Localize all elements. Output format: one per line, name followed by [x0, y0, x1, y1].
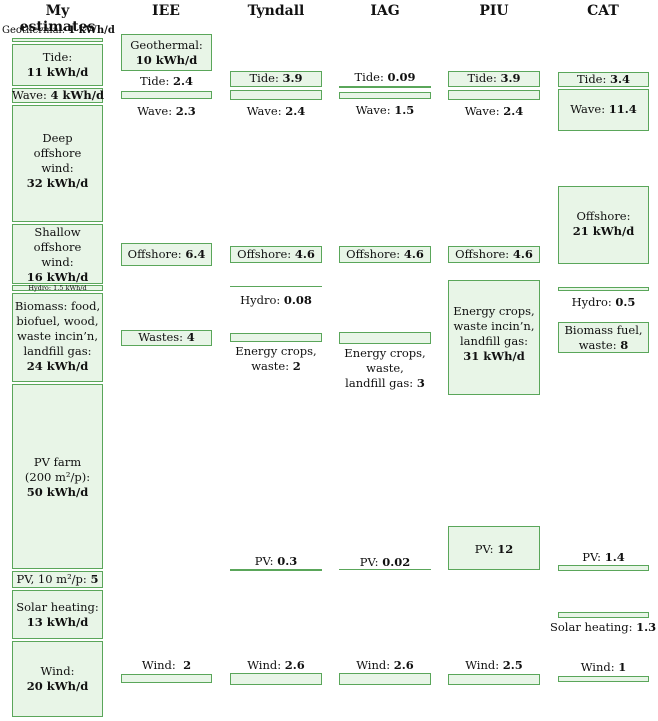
- me-solar-heating-label: Solar heating:13 kWh/d: [16, 600, 99, 629]
- tyndall-energy-crops-bar: [230, 333, 322, 342]
- piu-tide-bar: [448, 71, 540, 87]
- iee-geothermal-bar: [121, 34, 212, 71]
- tyndall-tide-label: Tide: 3.9: [249, 71, 303, 85]
- tyndall-wave-bar: [230, 90, 322, 100]
- iag-wind-bar: [339, 673, 431, 685]
- cat-pv-label: PV: 1.4: [582, 550, 625, 564]
- piu-offshore-label: Offshore: 4.6: [455, 247, 533, 261]
- piu-wave-bar: [448, 90, 540, 100]
- iee-tide-label: Tide: 2.4: [121, 74, 212, 89]
- me-hydro-label: Hydro: 1.5 kWh/d: [28, 284, 87, 292]
- iag-tide-label: Tide: 0.09: [354, 70, 416, 84]
- me-wind-bar: [12, 641, 103, 717]
- tyndall-hydro-label: Hydro: 0.08: [240, 293, 312, 307]
- piu-tide-label: Tide: 3.9: [467, 71, 521, 85]
- header-piu: PIU: [479, 3, 509, 19]
- tyndall-wind-bar: [230, 673, 322, 685]
- cat-biomass-label: Biomass fuel,waste: 8: [564, 323, 643, 352]
- iee-offshore-bar: [121, 243, 212, 266]
- iag-pv-label: PV: 0.02: [359, 555, 411, 569]
- cat-pv-bar: [558, 565, 649, 571]
- tyndall-energy-crops-label: Energy crops,waste: 2: [235, 344, 317, 373]
- cat-wave-bar: [558, 89, 649, 131]
- piu-pv-bar: [448, 526, 540, 570]
- tyndall-wave-label: Wave: 2.4: [246, 104, 306, 118]
- cat-biomass-bar: [558, 322, 649, 353]
- me-tide-bar: [12, 44, 103, 86]
- piu-offshore-bar: [448, 246, 540, 263]
- me-deep-offshore-bar: [12, 105, 103, 222]
- header-iag: IAG: [370, 3, 400, 19]
- cat-wave-label: Wave: 11.4: [570, 102, 637, 116]
- me-biomass-bar: [12, 293, 103, 382]
- cat-solar-heating-bar: [558, 612, 649, 618]
- me-wind-label: Wind:20 kWh/d: [26, 664, 89, 693]
- header-my-estimates: My estimates: [19, 3, 96, 35]
- piu-energy-crops-bar: [448, 280, 540, 395]
- iag-wave-bar: [339, 92, 431, 99]
- me-geothermal-label: Geothermal: 1 kWh/d: [2, 25, 115, 36]
- iag-energy-crops-label: Energy crops,waste,landfill gas: 3: [344, 346, 426, 390]
- me-shallow-offshore-bar: [12, 224, 103, 284]
- iag-tide-bar: [339, 86, 431, 88]
- me-biomass-label: Biomass: food,biofuel, wood,waste incin’…: [14, 299, 101, 373]
- me-pv-farm-label: PV farm(200 m²/p):50 kWh/d: [24, 455, 91, 499]
- me-wave-label: Wave: 4 kWh/d: [12, 88, 105, 102]
- cat-offshore-label: Offshore:21 kWh/d: [572, 209, 635, 238]
- iee-wind-label: Wind: 2: [141, 658, 192, 672]
- cat-hydro-bar: [558, 287, 649, 291]
- iag-offshore-label: Offshore: 4.6: [346, 247, 424, 261]
- tyndall-pv-bar: [230, 569, 322, 571]
- tyndall-offshore-label: Offshore: 4.6: [237, 247, 315, 261]
- me-wave-bar: [12, 88, 103, 103]
- me-pv-bar: [12, 571, 103, 588]
- me-geothermal-bar: [12, 38, 103, 42]
- piu-pv-label: PV: 12: [474, 542, 514, 556]
- me-pv-farm-bar: [12, 384, 103, 569]
- piu-wind-bar: [448, 674, 540, 685]
- me-pv-label: PV, 10 m²/p: 5: [16, 572, 99, 586]
- iee-wastes-bar: [121, 330, 212, 346]
- cat-hydro-label: Hydro: 0.5: [571, 295, 636, 309]
- tyndall-offshore-bar: [230, 246, 322, 263]
- cat-wind-label: Wind: 1: [580, 660, 627, 674]
- header-cat: CAT: [587, 3, 619, 19]
- iee-geothermal-label: Geothermal:10 kWh/d: [130, 38, 203, 67]
- header-tyndall: Tyndall: [247, 3, 305, 19]
- piu-wind-label: Wind: 2.5: [465, 658, 523, 672]
- iee-offshore-label: Offshore: 6.4: [127, 247, 206, 261]
- cat-tide-label: Tide: 3.4: [576, 72, 631, 86]
- tyndall-tide-bar: [230, 71, 322, 87]
- iee-wind-bar: [121, 674, 212, 683]
- cat-solar-heating-label: Solar heating: 1.3: [550, 620, 657, 634]
- tyndall-wind-label: Wind: 2.6: [247, 658, 305, 672]
- iag-offshore-bar: [339, 246, 431, 263]
- header-iee: IEE: [152, 3, 180, 19]
- piu-energy-crops-label: Energy crops,waste incin’n,landfill gas:…: [453, 304, 535, 363]
- iee-wave-bar: [121, 91, 212, 99]
- piu-wave-label: Wave: 2.4: [464, 104, 524, 118]
- me-solar-heating-bar: [12, 590, 103, 639]
- cat-offshore-bar: [558, 186, 649, 264]
- iee-wastes-label: Wastes: 4: [138, 330, 195, 344]
- tyndall-pv-label: PV: 0.3: [254, 554, 298, 568]
- me-tide-label: Tide:11 kWh/d: [26, 50, 89, 79]
- iee-wave-label: Wave: 2.3: [137, 104, 196, 118]
- cat-tide-bar: [558, 72, 649, 87]
- me-hydro-bar: [12, 285, 103, 291]
- iag-energy-crops-bar: [339, 332, 431, 344]
- tyndall-hydro-bar: [230, 286, 322, 287]
- iag-pv-bar: [339, 569, 431, 570]
- cat-wind-bar: [558, 676, 649, 682]
- iag-wind-label: Wind: 2.6: [356, 658, 414, 672]
- iag-wave-label: Wave: 1.5: [355, 103, 415, 117]
